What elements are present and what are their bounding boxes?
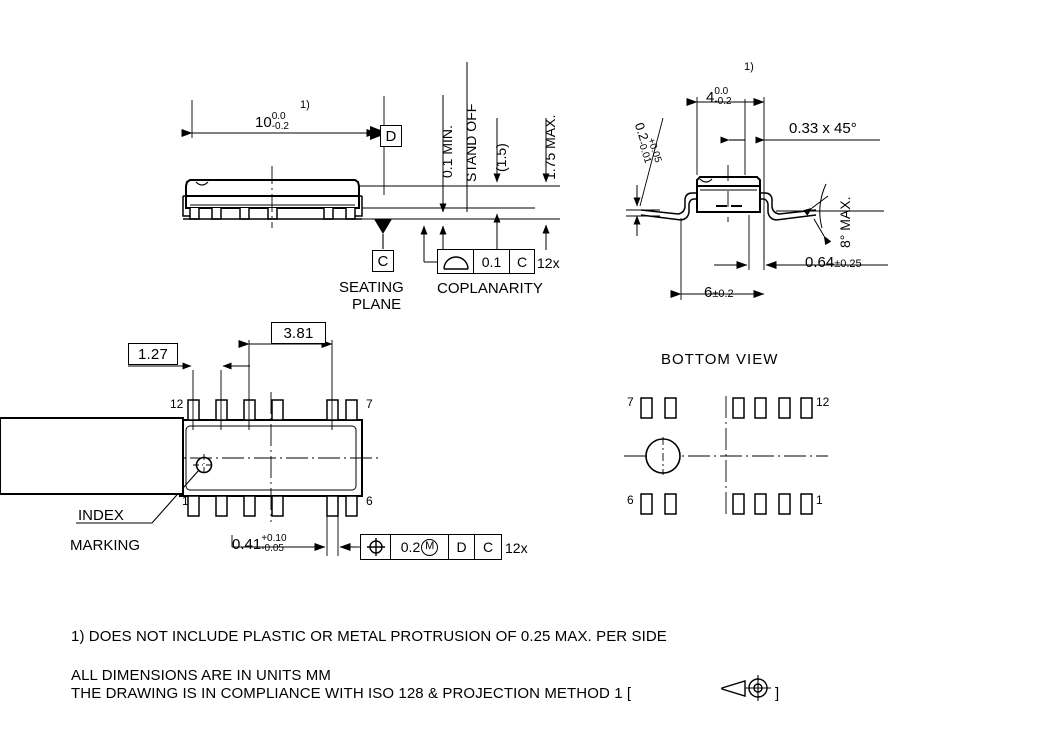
- footnote-1: 1) DOES NOT INCLUDE PLASTIC OR METAL PRO…: [71, 628, 667, 645]
- coplanarity-label: COPLANARITY: [437, 280, 543, 297]
- datum-d-label: D: [385, 127, 397, 145]
- index-marking-line1: INDEX: [78, 507, 124, 524]
- bottom-pin-top-left: 7: [627, 395, 634, 409]
- lead-angle-dim: 8° MAX.: [837, 196, 853, 248]
- top-pin-bottom-left: 1: [182, 494, 189, 508]
- lead-foot-dim: 0.64±0.25: [805, 254, 862, 271]
- top-pin-top-left: 12: [170, 397, 184, 411]
- seating-plane-line1: SEATING: [339, 279, 404, 296]
- tol-lower: -0.2: [271, 121, 289, 133]
- position-qty: 12x: [505, 540, 528, 556]
- standard-note: THE DRAWING IS IN COMPLIANCE WITH ISO 12…: [71, 685, 632, 702]
- coplanarity-qty: 12x: [537, 255, 560, 271]
- bottom-pin-bottom-left: 6: [627, 493, 634, 507]
- end-body-width-footnote: 1): [744, 61, 754, 73]
- coplanarity-datum: C: [516, 253, 528, 270]
- datum-c-label: C: [377, 252, 389, 270]
- datum-feature-c: C: [372, 250, 394, 272]
- bottom-pin-top-right: 12: [816, 395, 830, 409]
- overall-height-dim: 1.75 MAX.: [542, 114, 558, 180]
- index-marking-line2: MARKING: [70, 537, 141, 554]
- coplanarity-control-frame: 0.1 C: [437, 249, 535, 274]
- top-pin-top-right: 7: [366, 397, 373, 411]
- end-span-dim: 6±0.2: [704, 284, 734, 301]
- true-position-icon: [361, 535, 391, 559]
- side-length-footnote: 1): [300, 99, 310, 111]
- mmc-modifier-icon: M: [421, 538, 439, 556]
- position-datum-primary: D: [449, 535, 475, 559]
- units-note: ALL DIMENSIONS ARE IN UNITS MM: [71, 667, 331, 684]
- standoff-label: STAND OFF: [463, 103, 479, 182]
- standoff-min-label: 0.1 MIN.: [439, 125, 455, 178]
- lead-width-dim: 0.41+0.10-0.05: [232, 533, 287, 555]
- coplanarity-tolerance: 0.1: [474, 250, 510, 273]
- pitch-basic-dim: 1.27: [128, 343, 178, 365]
- bottom-view-title: BOTTOM VIEW: [661, 351, 779, 368]
- top-pin-bottom-right: 6: [366, 494, 373, 508]
- datum-feature-d: D: [380, 125, 402, 147]
- body-thickness-ref: (1.5): [493, 143, 509, 172]
- profile-arc-icon: [438, 250, 474, 273]
- span-basic-dim: 3.81: [271, 322, 326, 344]
- chamfer-callout: 0.33 x 45°: [789, 120, 857, 137]
- tol-upper: 0.0: [271, 111, 286, 122]
- seating-plane-line2: PLANE: [352, 296, 402, 313]
- position-datum-secondary: C: [482, 539, 494, 555]
- bottom-pin-bottom-right: 1: [816, 493, 823, 507]
- standard-note-tail: ]: [775, 685, 780, 702]
